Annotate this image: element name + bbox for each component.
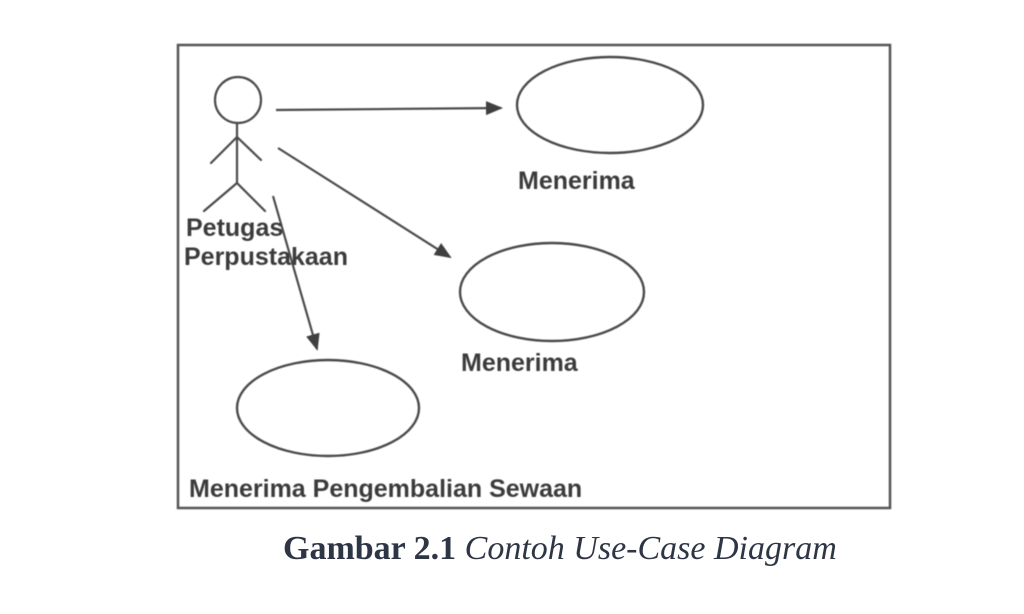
actor-label-line1: Petugas bbox=[186, 214, 283, 242]
actor-leg-left bbox=[202, 181, 239, 213]
arrow-to-usecase-2 bbox=[277, 147, 452, 259]
actor-arm-right bbox=[235, 135, 263, 162]
actor-leg-right bbox=[235, 181, 267, 213]
actor-head bbox=[213, 75, 263, 125]
use-case-label-3: Menerima Pengembalian Sewaan bbox=[189, 475, 582, 503]
actor-label-line2: Perpustakaan bbox=[184, 243, 348, 271]
association-arrows bbox=[271, 101, 503, 351]
figure-caption-number: Gambar 2.1 bbox=[283, 530, 457, 567]
figure-caption: Gambar 2.1 Contoh Use-Case Diagram bbox=[283, 527, 837, 571]
figure-caption-title: Contoh Use-Case Diagram bbox=[464, 530, 837, 567]
use-case-label-1: Menerima bbox=[518, 167, 636, 195]
arrow-to-usecase-1 bbox=[275, 101, 503, 116]
use-case-ellipse-2 bbox=[458, 241, 646, 343]
use-case-ellipse-3 bbox=[235, 358, 421, 458]
diagram-border bbox=[176, 43, 892, 510]
use-case-ellipse-1 bbox=[515, 55, 705, 155]
use-case-ellipses bbox=[235, 55, 705, 458]
actor-figure bbox=[202, 75, 267, 213]
use-case-label-2: Menerima bbox=[461, 349, 579, 377]
arrow-to-usecase-3 bbox=[271, 195, 320, 351]
actor-arm-left bbox=[209, 135, 239, 165]
